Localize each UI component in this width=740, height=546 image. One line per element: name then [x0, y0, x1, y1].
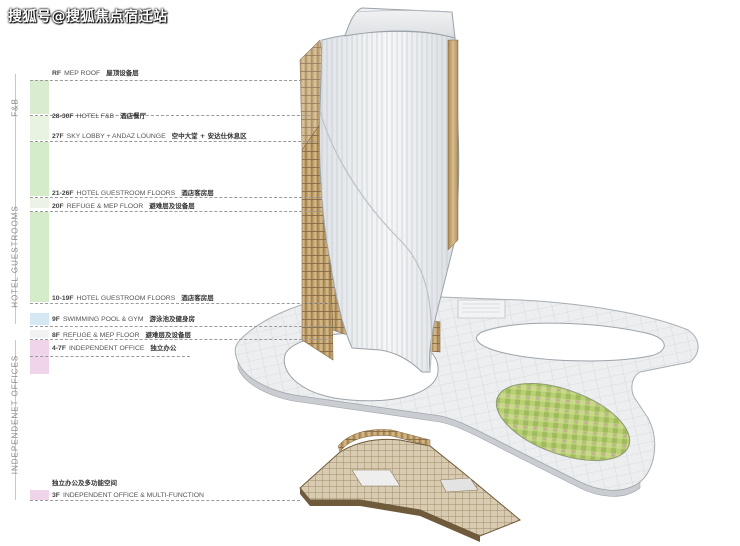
bar-office — [30, 340, 49, 374]
podium-section — [299, 438, 521, 537]
guide-line-lower — [15, 340, 16, 500]
tower-crown — [344, 7, 456, 39]
leader-21-26f — [30, 197, 322, 198]
guide-line-upper — [15, 74, 16, 324]
leader-28-30f — [30, 115, 310, 116]
leader-9f — [30, 326, 332, 327]
bar-guestroom-upper — [30, 142, 49, 196]
plaza-void-right — [476, 322, 665, 362]
leader-20f — [30, 211, 322, 212]
leader-10-19f — [30, 303, 330, 304]
bar-fb — [30, 80, 49, 114]
watermark-text: 搜狐号@搜狐焦点宿迁站 — [8, 9, 168, 25]
section-label-fb: F&B — [10, 98, 20, 117]
section-label-hotel: HOTEL GUESTROOMS — [10, 205, 20, 308]
bar-pool — [30, 313, 49, 325]
leader-4-7f — [30, 356, 190, 357]
leader-8f — [30, 339, 332, 340]
leader-rf — [30, 80, 302, 81]
bar-refuge-8f — [30, 330, 49, 338]
level-label-3f-cn: 独立办公及多功能空间 — [52, 479, 117, 487]
bar-sky-lobby — [30, 116, 49, 140]
leader-27f — [30, 141, 316, 142]
bar-office-3f — [30, 490, 49, 500]
section-label-office: INDEPENDENET OFFICES — [10, 354, 20, 475]
garden-courtyard — [495, 383, 631, 461]
bar-guestroom-lower — [30, 212, 49, 302]
leader-3f — [30, 500, 300, 501]
bar-refuge-20f — [30, 198, 49, 208]
